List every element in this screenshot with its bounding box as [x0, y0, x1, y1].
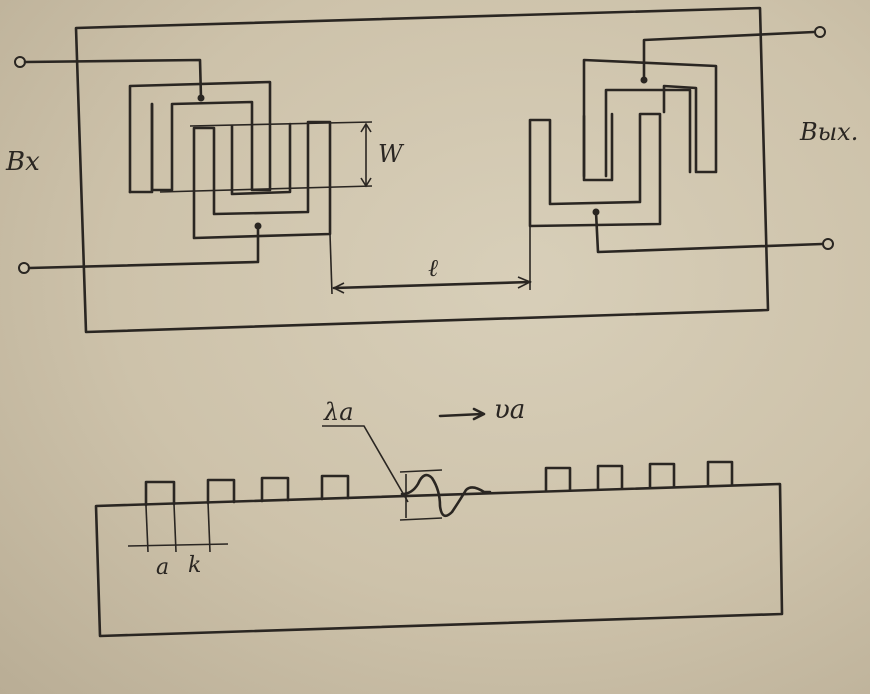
input-junction-bottom [254, 222, 262, 230]
output-idt-comb-upper [582, 58, 718, 178]
output-label: Вых. [799, 118, 858, 146]
aperture-guide-bottom [159, 185, 373, 193]
input-label: Вх [5, 147, 40, 177]
output-terminal-top [814, 26, 826, 38]
velocity-arrowhead [472, 407, 486, 421]
finger-tick-1 [145, 505, 149, 553]
electrode-finger-2 [206, 478, 236, 505]
finger-gap-label: k [188, 553, 201, 578]
wavelength-bracket [399, 469, 443, 521]
input-idt-comb-upper-inner [128, 102, 154, 194]
finger-width-label: a [156, 555, 169, 580]
substrate-cross-section [94, 482, 784, 638]
wavelength-leader [322, 425, 409, 503]
output-lead-top [642, 30, 816, 82]
electrode-finger-7 [648, 462, 676, 489]
output-idt-comb-lower-inner [582, 112, 614, 182]
electrode-finger-8 [706, 460, 734, 487]
input-terminal-top [14, 56, 26, 68]
electrode-finger-1 [144, 480, 176, 507]
electrode-finger-3 [260, 476, 290, 503]
velocity-arrow [438, 412, 484, 418]
electrode-finger-6 [596, 464, 624, 491]
output-idt-comb-lower [528, 112, 662, 228]
distance-label: ℓ [428, 254, 438, 282]
finger-tick-2 [173, 503, 177, 553]
electrode-finger-5 [544, 466, 572, 492]
finger-tick-3 [207, 501, 211, 553]
wavelength-label: λa [323, 398, 354, 426]
distance-dimension-line [332, 280, 532, 290]
input-idt-comb-lower [192, 120, 332, 240]
surface-wave [400, 473, 492, 518]
input-idt-comb-upper [128, 80, 272, 194]
input-lead-bottom [27, 224, 260, 270]
velocity-label: υa [494, 395, 525, 425]
input-lead-top [23, 58, 203, 100]
aperture-guide-top [189, 121, 373, 127]
finger-dimension-line [127, 543, 229, 547]
electrode-finger-4 [320, 474, 350, 501]
aperture-label: W [378, 140, 405, 168]
input-idt-finger [230, 122, 292, 196]
output-lead-bottom [594, 210, 824, 254]
substrate-outline [74, 6, 770, 334]
input-terminal-bottom [18, 262, 30, 274]
aperture-arrow-bottom [360, 177, 372, 188]
aperture-arrow-top [360, 122, 372, 133]
output-terminal-bottom [822, 238, 834, 250]
distance-arrow-left [332, 282, 345, 294]
distance-left-extension [329, 233, 333, 295]
input-junction-top [197, 94, 205, 102]
output-idt-comb-upper-inner [604, 88, 692, 178]
